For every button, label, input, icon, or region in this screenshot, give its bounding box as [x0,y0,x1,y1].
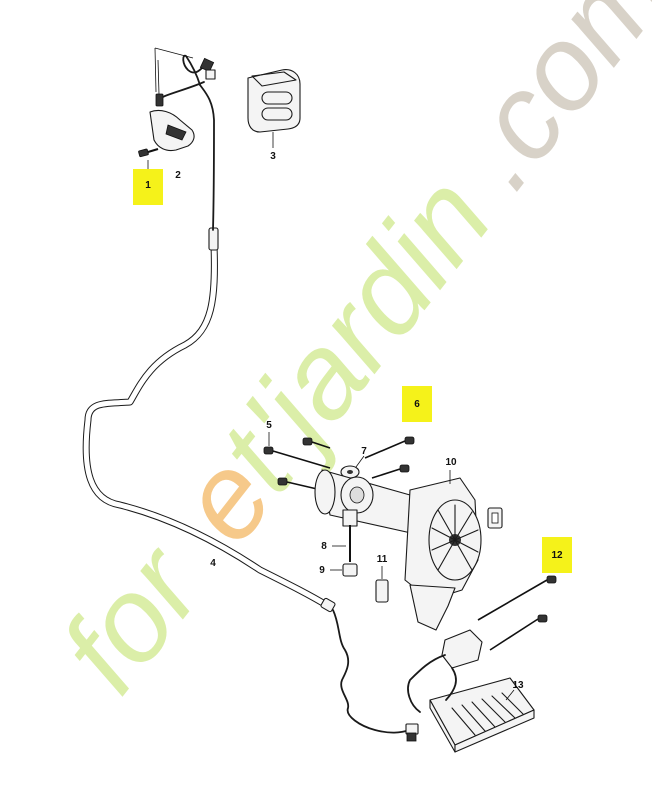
callout-1: 1 [145,180,151,191]
callout-5: 5 [266,420,272,431]
watermark-text-com: .com [429,0,652,212]
part-11-clip [375,566,389,603]
callout-highlight-12 [542,537,572,573]
callout-13: 13 [512,680,524,691]
callout-2: 2 [175,170,181,181]
leader-frame-part-2 [154,47,194,93]
callout-4: 4 [210,558,216,569]
watermark: for e t 'jardin .com [35,0,652,716]
callout-12: 12 [551,550,563,561]
callout-highlight-6 [402,386,432,422]
part-7-bracket [340,455,365,479]
heatsink-fins [451,692,524,736]
lower-wiring [332,609,419,742]
fan-blades [431,504,479,571]
callout-9: 9 [319,565,325,576]
callout-highlight-1 [133,169,163,205]
part-12-screws [477,575,557,651]
part-9-nut [330,563,358,577]
callout-6: 6 [414,399,420,410]
callout-11: 11 [377,554,388,565]
watermark-text-for: for [35,520,229,716]
part-8-pin [332,525,351,562]
watermark-text-jardin: 'jardin [217,152,517,484]
callout-10: 10 [445,457,457,468]
part-6-screw [364,436,415,479]
callout-8: 8 [321,541,327,552]
part-4-cable [82,227,336,613]
callout-labels: 1 2 3 4 5 6 7 8 9 10 11 12 13 [133,151,572,691]
callout-3: 3 [270,151,276,162]
part-2-switch-housing [149,59,195,152]
part-13-controller [407,629,535,753]
part-1-screw [138,147,159,170]
callout-7: 7 [361,446,367,457]
part-10-motor-assembly [314,469,503,631]
part-3-cover [247,69,301,148]
